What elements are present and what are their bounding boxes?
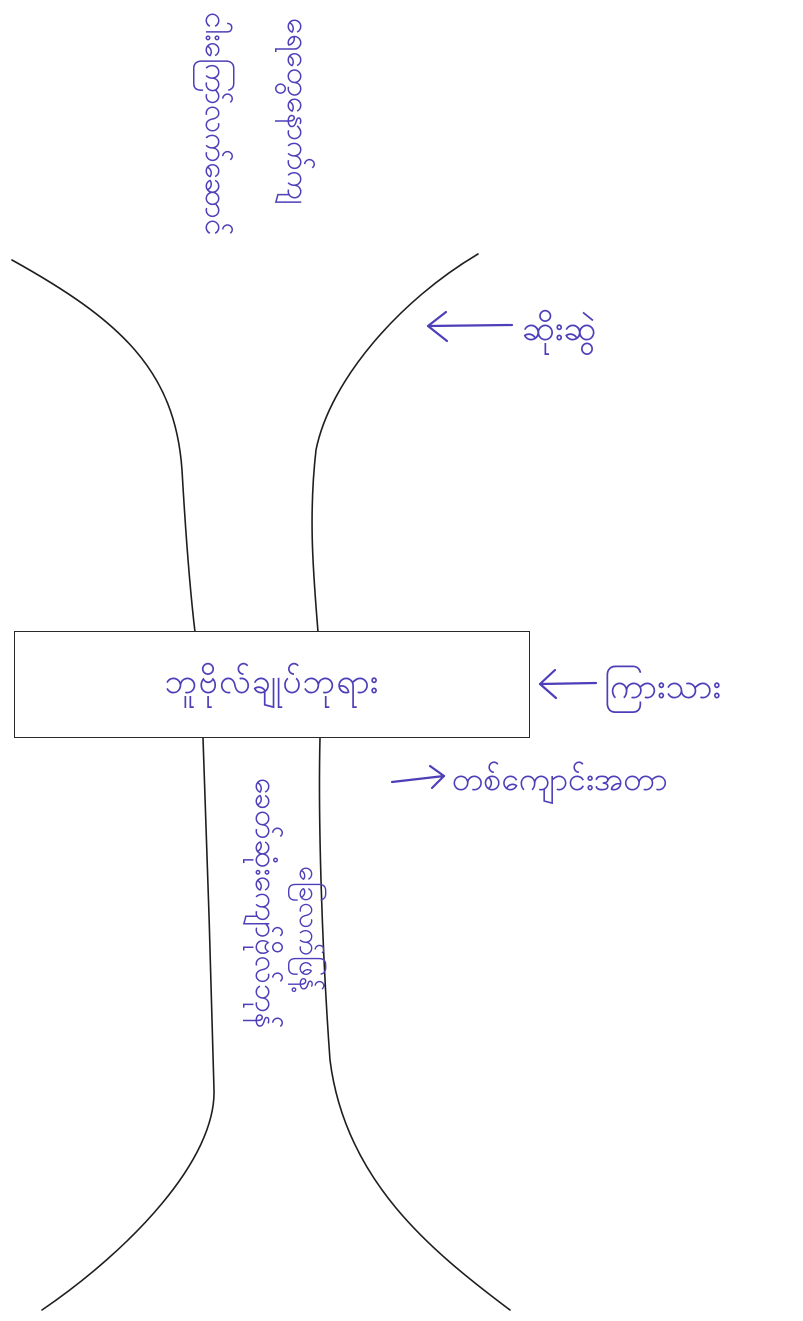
top-text-inner: ငါးကြော်လက်ဆောင် bbox=[192, 12, 235, 236]
left-outline-curve bbox=[11, 259, 215, 1311]
bottom-text-outer: ခေတ်ဆုံးကျော်ဗိုလ်ဘုန် bbox=[242, 778, 283, 1028]
arrow-top-right bbox=[426, 310, 514, 343]
arrow-middle-right bbox=[538, 668, 598, 700]
arrow-bottom-right bbox=[390, 764, 446, 790]
top-text-outer: ရေတွေနောက်ကျ bbox=[274, 18, 315, 205]
right-outline-curve bbox=[311, 253, 511, 1311]
bottom-text-inner: ခြေလက်ဖြန့် bbox=[287, 866, 328, 993]
center-label-box: ဘူဗိုလ်ချုပ်ဘုရား bbox=[14, 631, 530, 738]
right-label-bottom: တစ်ကျောင်းအတာ bbox=[452, 760, 668, 804]
right-label-middle: ကြားသား bbox=[604, 667, 721, 713]
center-label: ဘူဗိုလ်ချုပ်ဘုရား bbox=[164, 662, 380, 702]
right-label-top: ဆိုးဆွဲ bbox=[522, 309, 596, 355]
